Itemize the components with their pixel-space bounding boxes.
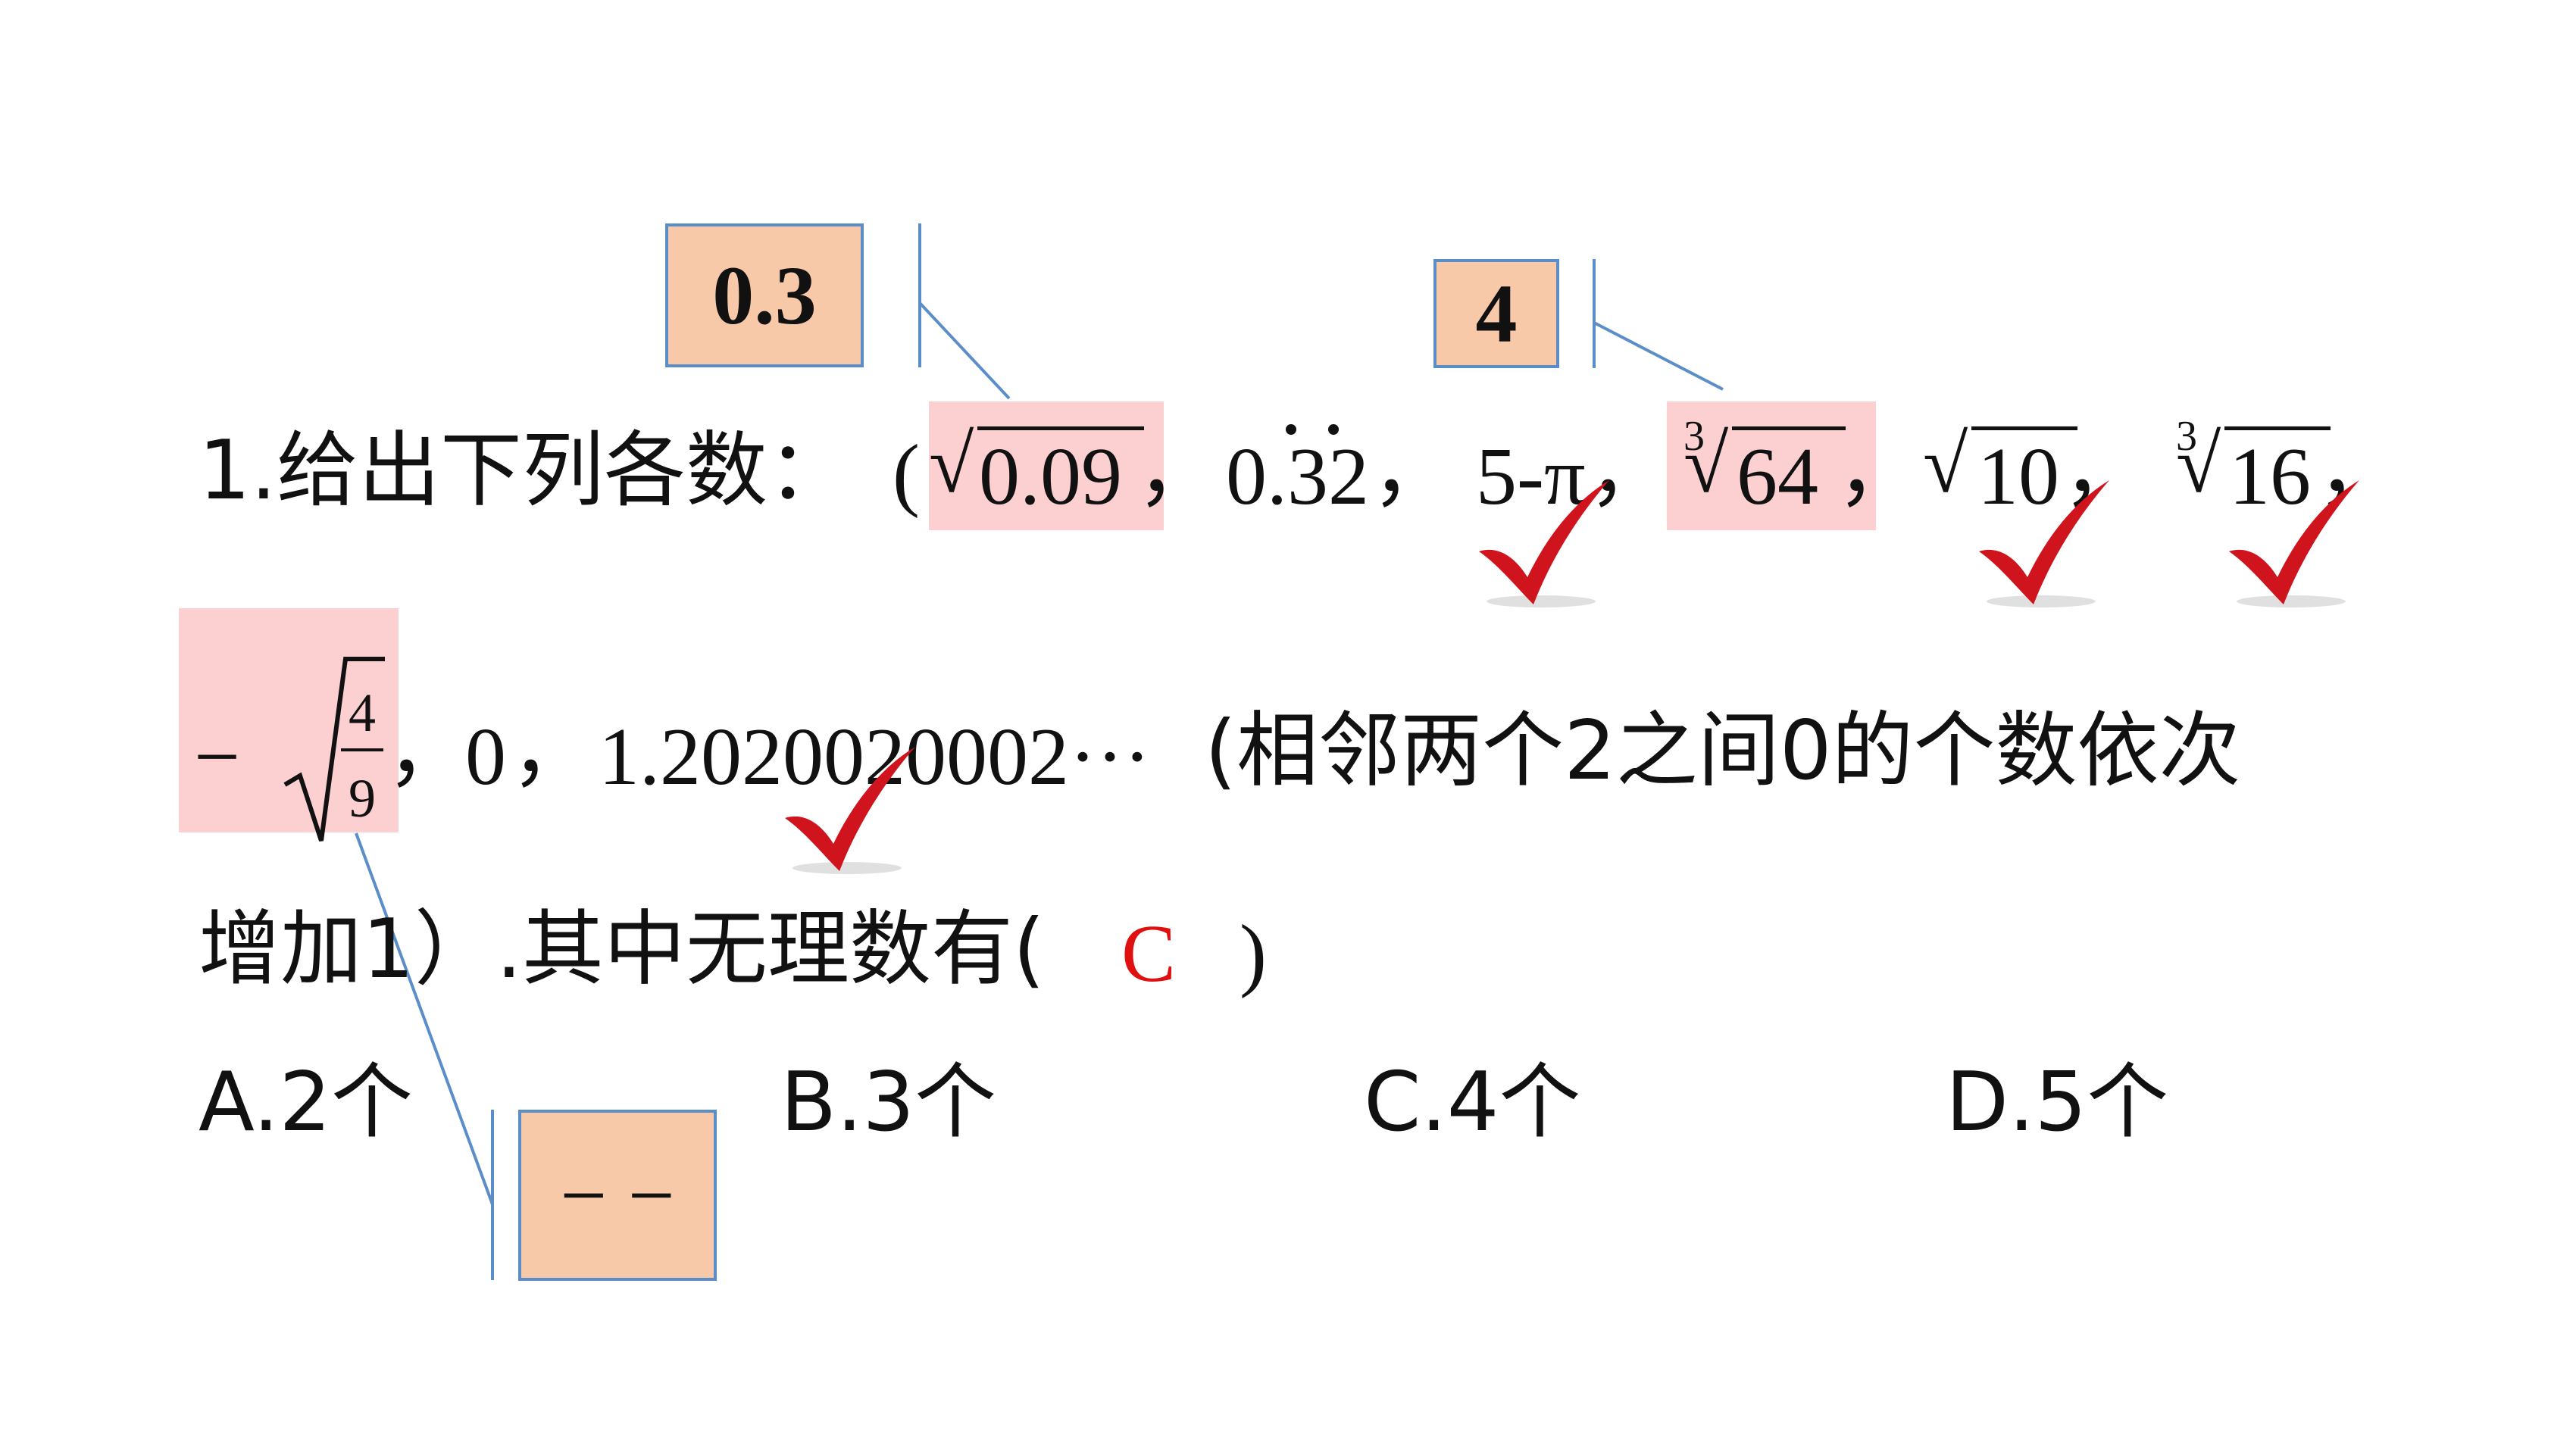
cbrt-radical-sign: √ <box>1683 420 1729 510</box>
separator-5: ， <box>2062 423 2145 518</box>
sqrt-10-vinculum <box>1971 426 2077 430</box>
callout-cbrt-64: 4 <box>1433 259 1559 368</box>
neg-sign: − <box>194 712 240 802</box>
callout-sqrt-009-text: 0.3 <box>712 248 817 342</box>
repeating-decimal: 0.32 <box>1226 432 1369 522</box>
radical-vinculum <box>977 426 1144 430</box>
sqrt-10-radical-sign: √ <box>1923 420 1968 510</box>
separator-1: ， <box>1136 423 1219 518</box>
condition-text-2: 增加1）.其中无理数有( <box>199 902 1046 997</box>
separator-2: ， <box>1371 423 1454 518</box>
radical-sign: √ <box>929 420 974 510</box>
check-icon-five-minus-pi <box>1479 480 1609 607</box>
sqrt-10-radicand: 10 <box>1977 432 2059 522</box>
separator-7: ， <box>386 704 469 798</box>
separator-4: ， <box>1837 423 1919 518</box>
frac-bar <box>341 748 383 751</box>
callout-sqrt-009: 0.3 <box>665 223 864 367</box>
highlight-cbrt-64 <box>1667 401 1876 530</box>
callout-cbrt-64-text: 4 <box>1475 267 1518 360</box>
cbrt-16-vinculum <box>2224 426 2331 430</box>
option-b[interactable]: B.3个 <box>780 1055 997 1150</box>
callout-neg-sqrt-text: − − <box>560 1148 675 1241</box>
open-paren: ( <box>893 429 920 519</box>
frac-denominator: 9 <box>349 768 376 829</box>
option-d[interactable]: D.5个 <box>1946 1055 2169 1150</box>
check-icon-decimal-seq <box>785 747 915 874</box>
option-c[interactable]: C.4个 <box>1364 1055 1581 1150</box>
question-prefix: 1.给出下列各数： <box>199 423 850 518</box>
frac-radical-sign <box>283 657 385 842</box>
separator-8: ， <box>511 704 593 798</box>
highlight-sqrt-009 <box>929 401 1164 530</box>
option-a[interactable]: A.2个 <box>199 1055 414 1150</box>
repeating-dot-2 <box>1328 424 1339 435</box>
check-icon-cbrt-16 <box>2229 480 2359 607</box>
cbrt-64-index: 3 <box>1683 413 1705 460</box>
separator-3: ， <box>1588 423 1671 518</box>
zero-value: 0 <box>465 712 506 802</box>
five-minus-pi: 5-π <box>1476 432 1586 522</box>
cbrt-64-vinculum <box>1732 426 1846 430</box>
sqrt-009-radicand: 0.09 <box>979 432 1122 522</box>
condition-text-1: (相邻两个2之间0的个数依次 <box>1205 704 2241 798</box>
separator-6: ， <box>2317 423 2399 518</box>
frac-numerator: 4 <box>349 682 376 743</box>
highlight-neg-sqrt-frac <box>179 608 399 832</box>
answer-letter: C <box>1121 909 1177 999</box>
cbrt-16-radicand: 16 <box>2229 432 2311 522</box>
cbrt-16-radical-sign: √ <box>2176 420 2221 510</box>
cbrt-16-index: 3 <box>2176 413 2197 460</box>
check-icon-sqrt-10 <box>1979 480 2109 607</box>
repeating-dot-3 <box>1286 424 1296 435</box>
close-paren: ) <box>1240 909 1267 999</box>
callout-neg-sqrt: − − <box>518 1110 717 1281</box>
cbrt-64-radicand: 64 <box>1737 432 1818 522</box>
